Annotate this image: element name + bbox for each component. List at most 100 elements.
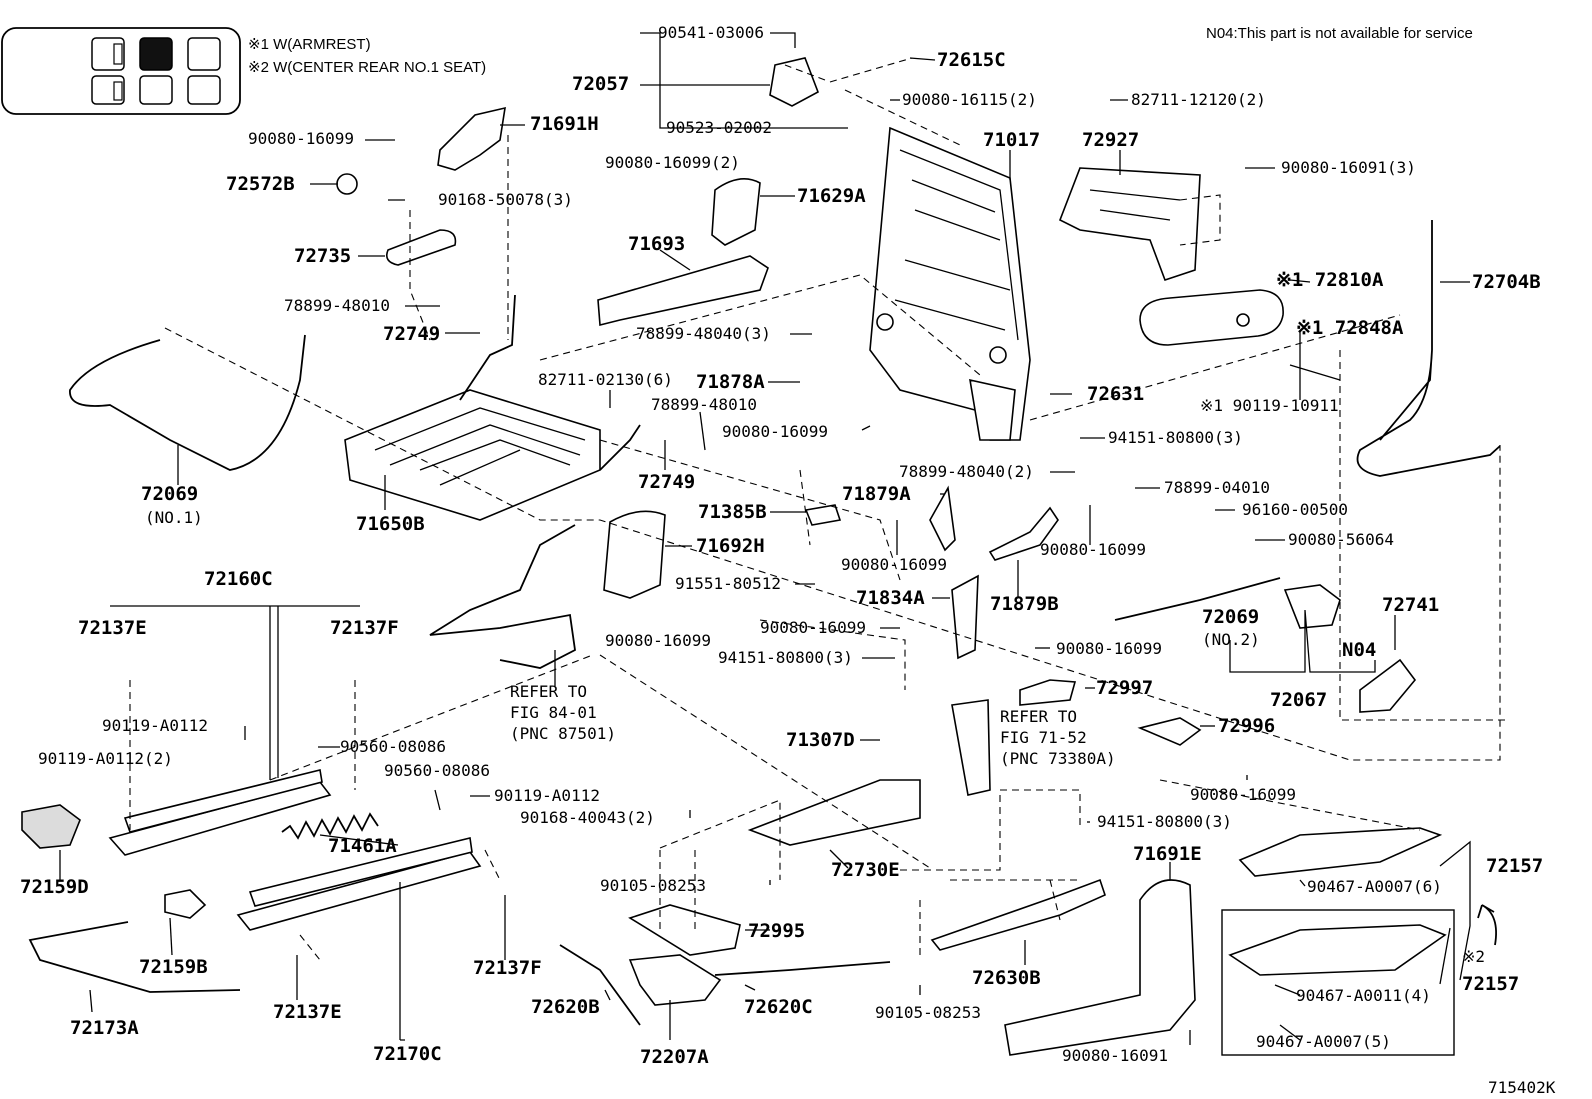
- label-94151-80800-3c: 94151-80800(3): [1097, 812, 1232, 831]
- handle-72057: [769, 57, 819, 107]
- spring-71461A: [281, 812, 379, 840]
- label-72159B: 72159B: [139, 956, 208, 978]
- buckle: [951, 699, 991, 796]
- label-90080-16099-c: 90080-16099: [1040, 540, 1146, 559]
- label-72810A: ※1 72810A: [1276, 269, 1384, 291]
- cable-72069-no1: [69, 334, 306, 471]
- cover-72159B: [164, 889, 207, 919]
- label-82711-02130-6: 82711-02130(6): [538, 370, 673, 389]
- label-72927: 72927: [1082, 129, 1139, 151]
- label-90080-16099-2: 90080-16099(2): [605, 153, 740, 172]
- label-72996: 72996: [1218, 715, 1275, 737]
- label-72137F-b: 72137F: [473, 957, 542, 979]
- label-72735: 72735: [294, 245, 351, 267]
- refer1-line1: REFER TO: [510, 682, 587, 701]
- label-72572B: 72572B: [226, 173, 295, 195]
- label-90105-08253-b: 90105-08253: [875, 1003, 981, 1022]
- label-72160C: 72160C: [204, 568, 273, 590]
- label-94151-80800-3a: 94151-80800(3): [1108, 428, 1243, 447]
- label-96160-00500: 96160-00500: [1242, 500, 1348, 519]
- label-71879A: 71879A: [842, 483, 911, 505]
- label-72069-no1: 72069: [141, 483, 198, 505]
- latch-72741: [1359, 658, 1417, 713]
- label-71692H: 71692H: [696, 535, 765, 557]
- label-72730E: 72730E: [831, 859, 900, 881]
- label-78899-04010: 78899-04010: [1164, 478, 1270, 497]
- cover-72997: [1019, 679, 1077, 706]
- label-71461A: 71461A: [328, 835, 397, 857]
- label-71307D: 71307D: [786, 729, 855, 751]
- leader-lines: [59, 32, 1471, 1045]
- label-71691H: 71691H: [530, 113, 599, 135]
- seat-rail-72630B: [930, 878, 1106, 951]
- label-72749-b: 72749: [638, 471, 695, 493]
- label-72137E-b: 72137E: [273, 1001, 342, 1023]
- label-90080-16115-2: 90080-16115(2): [902, 90, 1037, 109]
- label-72069-no1-sub: (NO.1): [145, 508, 203, 527]
- label-78899-48040-3: 78899-48040(3): [636, 324, 771, 343]
- cable-72620C: [714, 961, 891, 976]
- label-71693: 71693: [628, 233, 685, 255]
- label-71834A: 71834A: [856, 587, 925, 609]
- label-72157-b: 72157: [1462, 973, 1519, 995]
- label-90560-08086-b: 90560-08086: [384, 761, 490, 780]
- label-90080-16099-a: 90080-16099: [248, 129, 354, 148]
- seat-cushion-frame: [344, 294, 641, 521]
- label-71878A: 71878A: [696, 371, 765, 393]
- label-72848A: ※1 72848A: [1296, 317, 1404, 339]
- label-72170C: 72170C: [373, 1043, 442, 1065]
- seat-track-72170C: [236, 837, 482, 931]
- label-71691E: 71691E: [1133, 843, 1202, 865]
- cable-72704B: [1356, 220, 1501, 477]
- label-90523-02002: 90523-02002: [666, 118, 772, 137]
- refer1-line3: (PNC 87501): [510, 724, 616, 743]
- label-90080-16099-g: 90080-16099: [1056, 639, 1162, 658]
- label-71385B: 71385B: [698, 501, 767, 523]
- cover-71691E: [1004, 879, 1196, 1056]
- cover-71629A: [711, 178, 761, 246]
- label-90105-08253-a: 90105-08253: [600, 876, 706, 895]
- label-72057: 72057: [572, 73, 629, 95]
- label-72069-no2-sub: (NO.2): [1202, 630, 1260, 649]
- side-cover-72927: [1058, 167, 1201, 282]
- label-90168-40043-2: 90168-40043(2): [520, 808, 655, 827]
- bracket-71385B: [804, 504, 842, 526]
- label-72620C: 72620C: [744, 996, 813, 1018]
- seat-rail-72730E: [747, 779, 921, 846]
- label-72630B: 72630B: [972, 967, 1041, 989]
- assembly-lines: [129, 57, 1510, 961]
- refer2-line2: FIG 71-52: [1000, 728, 1087, 747]
- label-72067: 72067: [1270, 689, 1327, 711]
- label-82711-12120-2: 82711-12120(2): [1131, 90, 1266, 109]
- wire-harness: [429, 524, 576, 669]
- label-72159D: 72159D: [20, 876, 89, 898]
- bracket-71879B: [988, 506, 1059, 561]
- label-90080-16099-e: 90080-16099: [605, 631, 711, 650]
- label-72741: 72741: [1382, 594, 1439, 616]
- label-90560-08086-a: 90560-08086: [340, 737, 446, 756]
- label-71650B: 71650B: [356, 513, 425, 535]
- lever-72735: [385, 229, 457, 266]
- label-90080-16091: 90080-16091: [1062, 1046, 1168, 1065]
- figure-id: 715402K: [1488, 1078, 1556, 1097]
- cover-72157-upper: [1238, 827, 1443, 877]
- label-90467-A0007-5: 90467-A0007(5): [1256, 1032, 1391, 1051]
- curved-arrow: [1477, 904, 1497, 946]
- label-78899-48010-a: 78899-48010: [284, 296, 390, 315]
- cover-71834A: [951, 574, 979, 660]
- strip-72173A: [28, 921, 241, 993]
- label-72069-no2: 72069: [1202, 606, 1259, 628]
- cable-72069-no2: [1114, 577, 1281, 621]
- legend-note-armrest: ※1 W(ARMREST): [248, 36, 371, 53]
- cover-72996: [1137, 717, 1202, 746]
- label-72749-a: 72749: [383, 323, 440, 345]
- cover-72207A: [628, 954, 722, 1006]
- label-90080-16099-h: 90080-16099: [1190, 785, 1296, 804]
- seat-back-frame: [869, 126, 1031, 441]
- label-90119-A0112-a: 90119-A0112: [102, 716, 208, 735]
- label-N04: N04: [1342, 639, 1376, 661]
- label-90080-16099-f: 90080-16099: [760, 618, 866, 637]
- label-72137F-a: 72137F: [330, 617, 399, 639]
- label-90467-A0007-6: 90467-A0007(6): [1307, 877, 1442, 896]
